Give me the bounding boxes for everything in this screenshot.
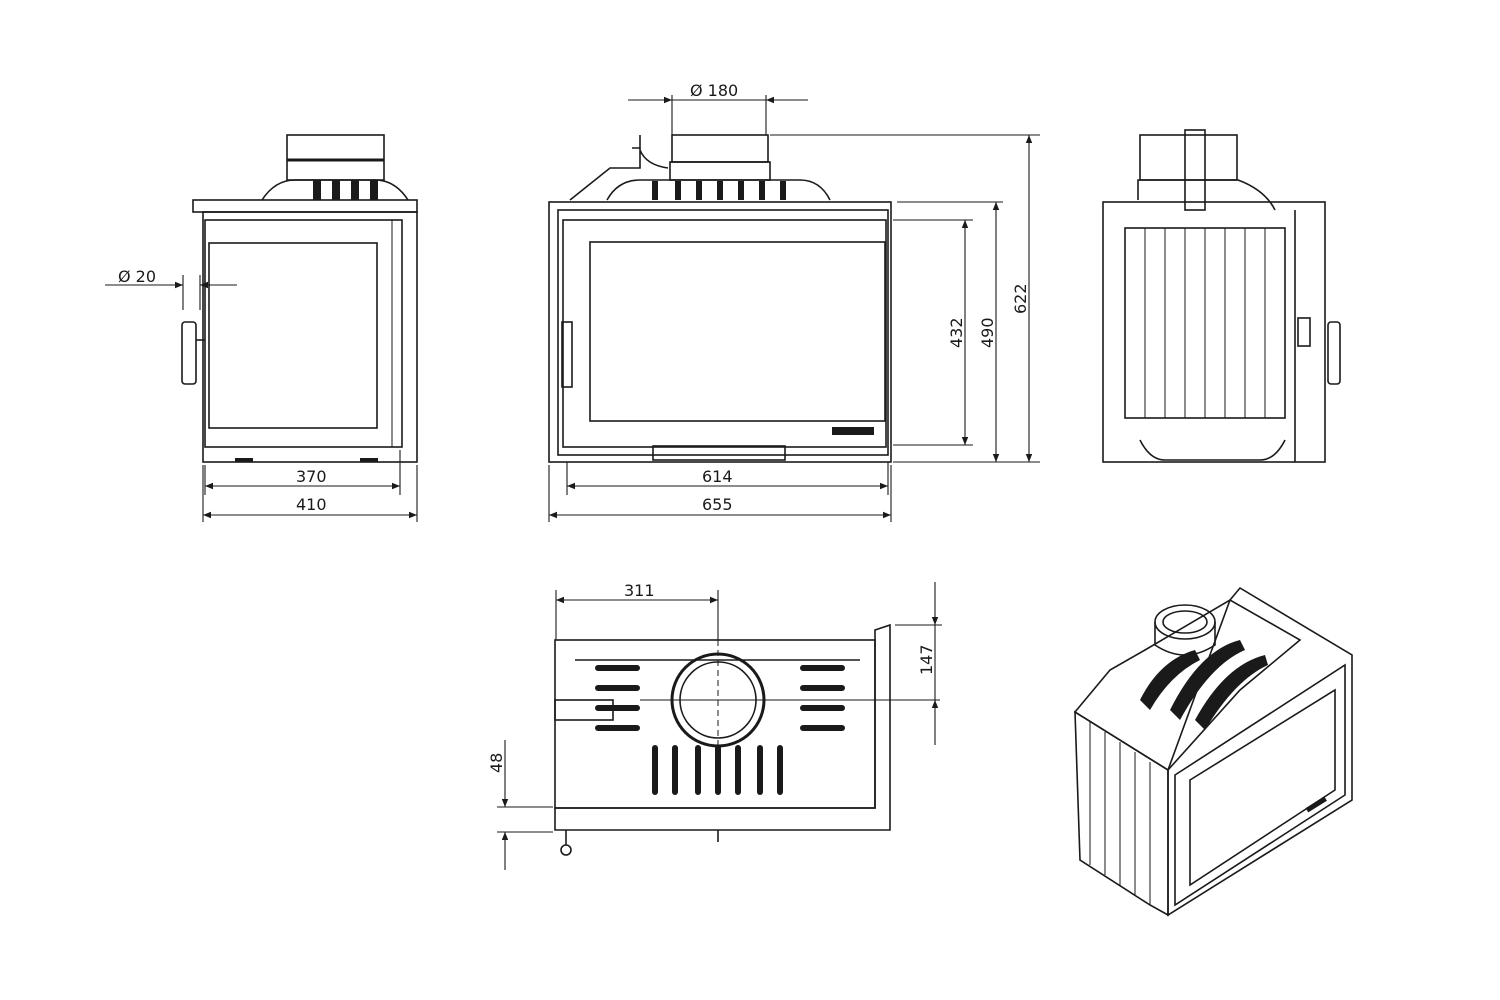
dim-front-inner-width: 614 bbox=[702, 467, 733, 486]
dim-side-inner-width: 370 bbox=[296, 467, 327, 486]
front-view: Ø 180 614 655 432 490 622 bbox=[548, 81, 1040, 522]
dim-base-height: 48 bbox=[487, 753, 506, 773]
side-view-right bbox=[1102, 129, 1341, 463]
dim-flue-offset-x: 311 bbox=[624, 581, 655, 600]
dim-flue-offset-y: 147 bbox=[917, 644, 936, 675]
dim-handle-diameter: Ø 20 bbox=[118, 267, 156, 286]
isometric-view bbox=[1073, 586, 1353, 917]
top-view: 311 147 48 bbox=[487, 581, 942, 870]
dim-total-height: 622 bbox=[1011, 283, 1030, 314]
side-view-left: Ø 20 370 410 bbox=[105, 134, 418, 522]
dim-frame-height: 490 bbox=[978, 317, 997, 348]
dim-glass-height: 432 bbox=[947, 317, 966, 348]
dim-front-outer-width: 655 bbox=[702, 495, 733, 514]
dim-flue-diameter: Ø 180 bbox=[690, 81, 738, 100]
dim-side-outer-width: 410 bbox=[296, 495, 327, 514]
